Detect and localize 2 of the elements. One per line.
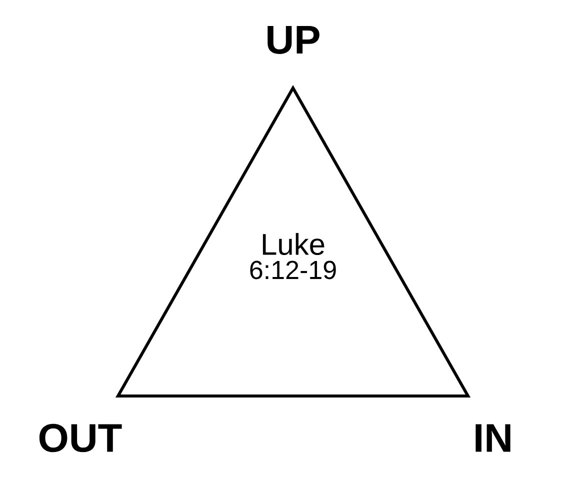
vertex-label: OUT (39, 424, 122, 452)
vertex-label: IN (476, 424, 510, 452)
